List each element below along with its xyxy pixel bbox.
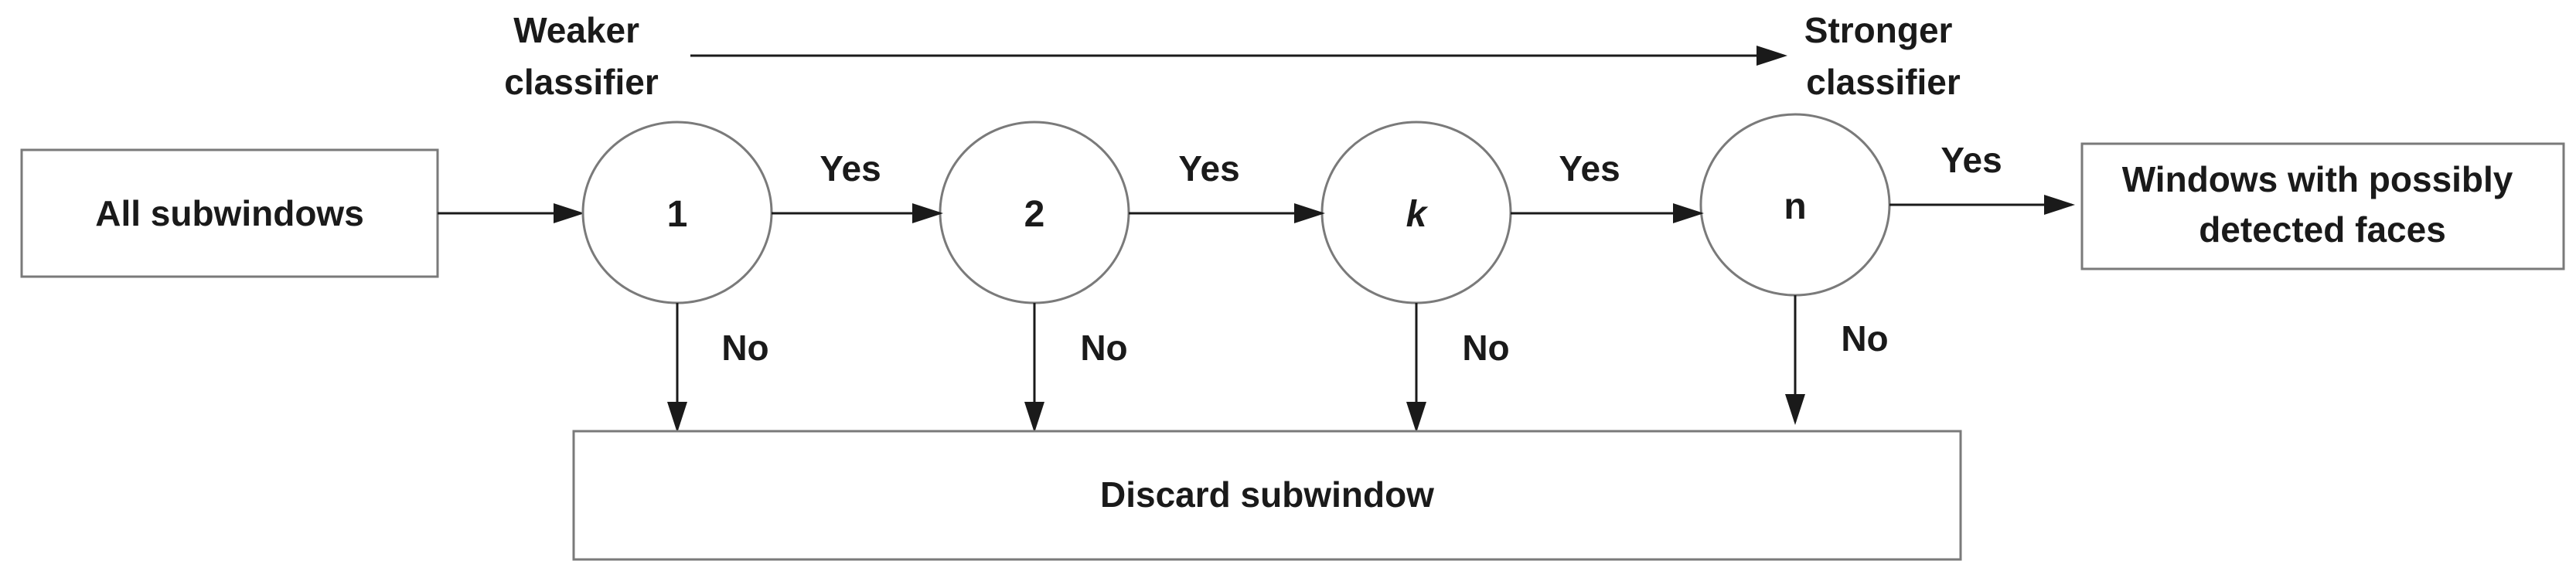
weaker-classifier-label: Weaker classifier xyxy=(504,10,659,102)
discard-box-label: Discard subwindow xyxy=(1100,474,1434,515)
yes-label-2-to-k: Yes xyxy=(1178,148,1239,189)
no-label-stage-n: No xyxy=(1841,318,1888,359)
no-label-stage-1: No xyxy=(721,328,768,368)
stage-1-label: 1 xyxy=(667,194,688,235)
no-label-stage-2: No xyxy=(1080,328,1127,368)
output-box-label: Windows with possibly detected faces xyxy=(2122,159,2523,250)
no-label-stage-k: No xyxy=(1462,328,1509,368)
stage-k-label: k xyxy=(1406,194,1429,235)
discard-box xyxy=(572,430,1962,561)
input-box xyxy=(20,148,439,278)
yes-label-1-to-2: Yes xyxy=(819,148,881,189)
input-box-label: All subwindows xyxy=(95,193,364,233)
stage-n-label: n xyxy=(1784,186,1806,227)
yes-label-k-to-n: Yes xyxy=(1559,148,1620,189)
yes-label-n-to-output: Yes xyxy=(1941,140,2002,180)
output-box xyxy=(2080,142,2565,270)
stronger-classifier-label: Stronger classifier xyxy=(1804,10,1962,102)
stage-2-label: 2 xyxy=(1024,194,1045,235)
